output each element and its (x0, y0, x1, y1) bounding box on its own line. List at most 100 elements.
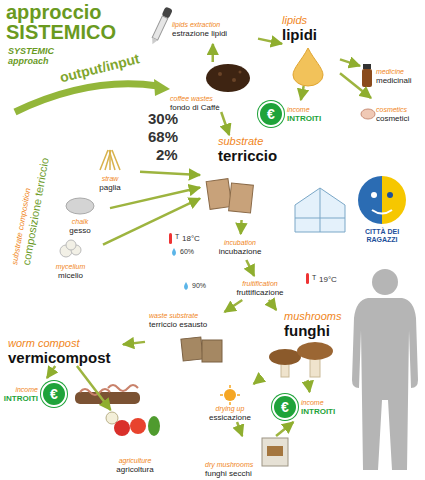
flow-arrow (237, 422, 242, 436)
flow-arrow (276, 422, 293, 436)
income-node: €incomeINTROITI (272, 392, 352, 422)
income-symbol: € (272, 394, 298, 420)
medicine-bottle (362, 69, 372, 87)
italian-caption: essicazione (200, 413, 260, 422)
english-caption: waste substrate (149, 312, 230, 320)
process-node: agricultureagricoltura (95, 410, 175, 474)
flow-arrow (340, 59, 360, 66)
oil-drop (293, 48, 323, 86)
flow-arrow (301, 86, 304, 100)
income-node: €incomeINTROITI (258, 100, 338, 128)
logo-mouth (372, 210, 392, 214)
italian-caption: funghi (284, 322, 342, 339)
person-head (372, 269, 398, 295)
english-caption: lipids extraction (172, 21, 258, 29)
annotation-label: 2% (156, 146, 178, 164)
coffee-grain (218, 72, 222, 76)
logo-eye (371, 192, 377, 198)
dry-mushroom-bag (262, 438, 288, 466)
waste-block (202, 340, 222, 362)
italian-caption: funghi secchi (205, 469, 295, 478)
italian-caption: incubazione (205, 247, 275, 256)
logo-face-right (382, 176, 406, 224)
greenhouse (295, 188, 345, 232)
flow-arrow (211, 44, 214, 62)
process-node: worm compostvermicompost (8, 336, 123, 366)
flow-arrow (254, 377, 262, 384)
italian-caption: lipidi (282, 26, 340, 43)
italian-caption: terriccio (218, 147, 288, 164)
diagram-title: approccio SISTEMICO (6, 2, 124, 42)
greenhouse-frame (295, 218, 345, 219)
thermometer (306, 273, 309, 284)
process-node: chalkgesso (50, 195, 110, 235)
english-caption: chalk (50, 218, 110, 226)
logo-face-left (358, 176, 382, 224)
flow-arrow (258, 39, 282, 44)
english-caption: dry mushrooms (205, 461, 295, 469)
italian-caption: fruttificazione (215, 288, 305, 297)
cosmetic-compact (361, 109, 375, 119)
greenhouse-frame (320, 188, 321, 232)
humidity-drop (172, 248, 176, 256)
italian-caption: fondo di Caffè (170, 103, 255, 112)
process-node: substrateterriccio (200, 135, 288, 220)
english-caption: incubation (205, 239, 275, 247)
english-caption: cosmetics (376, 106, 422, 114)
income-italian: INTROITI (287, 114, 321, 123)
straw-stalk (112, 150, 120, 170)
annotation-label: T (312, 274, 316, 282)
sun-rays (220, 385, 240, 405)
english-caption: mushrooms (284, 310, 342, 322)
flow-arrow (308, 380, 310, 392)
income-symbol: € (41, 381, 67, 407)
person-silhouette (352, 269, 418, 470)
italian-caption: paglia (80, 183, 140, 192)
process-node: strawpaglia (80, 148, 140, 192)
english-caption: straw (80, 175, 140, 183)
annotation-label: CITTÀ DEI RAGAZZI (350, 228, 414, 244)
coffee-grain (239, 71, 242, 74)
substrate-block (229, 183, 254, 213)
flow-arrow (221, 112, 229, 135)
sun-ray (229, 385, 231, 388)
english-caption: coffee wastes (170, 95, 255, 103)
sun (224, 389, 236, 401)
income-english: income (4, 386, 38, 394)
coffee-grounds (206, 64, 250, 92)
income-node: €incomeINTROITI (5, 378, 67, 410)
mycelium-tuft (66, 240, 76, 250)
chalk-rock (66, 198, 94, 214)
process-node: cosmeticscosmetici (360, 98, 422, 130)
process-node: fruitificationfruttificazione (215, 276, 305, 300)
income-italian: INTROITI (4, 394, 38, 403)
process-node: mushroomsfunghi (262, 310, 342, 380)
flow-arrow (269, 300, 276, 310)
humidity-drop (184, 282, 188, 290)
annotation-label: 30% (148, 110, 178, 128)
coffee-grain (232, 78, 236, 82)
italian-caption: medicinali (376, 76, 422, 85)
english-caption: drying up (200, 405, 260, 413)
logo-eye (387, 192, 393, 198)
italian-caption: estrazione lipidi (172, 29, 258, 38)
english-caption: mycelium (38, 263, 103, 271)
flow-arrow (140, 172, 200, 175)
annotation-label: SYSTEMIC approach (8, 46, 60, 66)
dropper (149, 6, 173, 46)
tomato (130, 418, 146, 434)
flow-arrow (340, 73, 371, 98)
substrate-block (206, 179, 232, 210)
straw-stalk (100, 150, 108, 170)
english-caption: fruitification (215, 280, 305, 288)
tomato (114, 420, 130, 436)
output-input-arrowhead (154, 79, 170, 96)
annotation-label: 68% (148, 128, 178, 146)
flow-arrow (77, 366, 111, 410)
flow-arrow (47, 366, 55, 378)
person-body (352, 298, 418, 470)
cauliflower (106, 412, 118, 424)
sun-ray (229, 402, 231, 405)
worm (108, 385, 138, 391)
flow-arrow (123, 342, 145, 345)
